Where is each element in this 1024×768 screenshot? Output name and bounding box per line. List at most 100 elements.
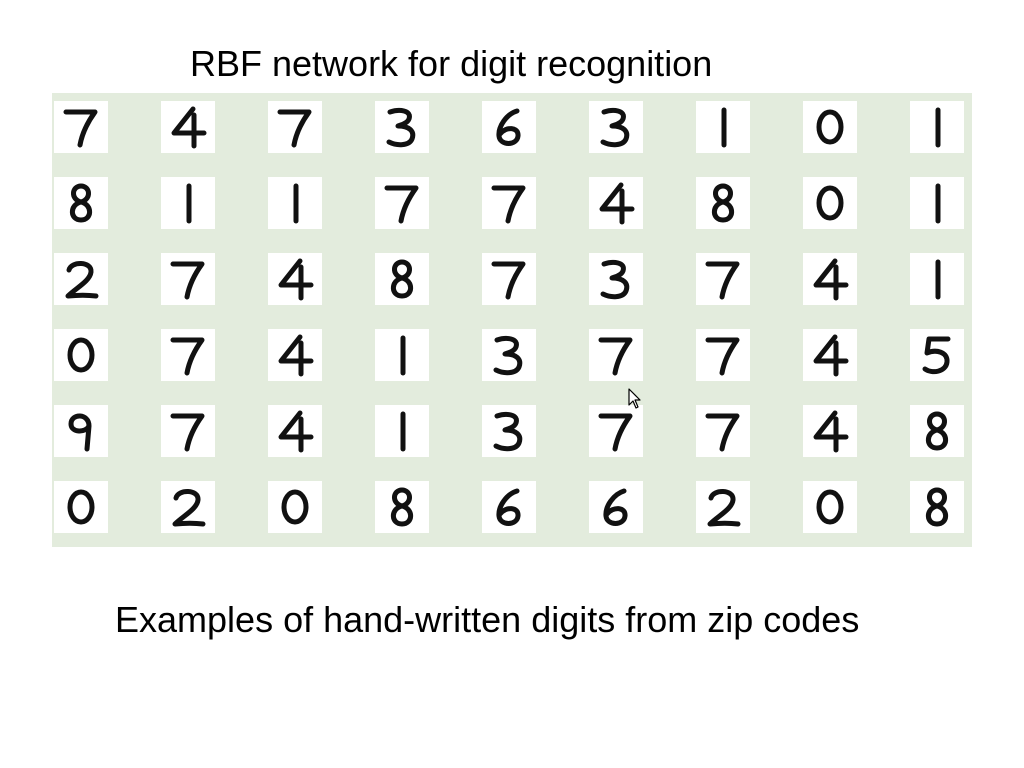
- handwritten-digit-8: [925, 487, 949, 527]
- handwritten-digit-8: [390, 487, 414, 527]
- handwritten-digit-0: [816, 109, 844, 145]
- digit-sample-8: [375, 253, 429, 305]
- handwritten-digit-6: [496, 488, 521, 526]
- digit-sample-0: [803, 481, 857, 533]
- digit-sample-8: [54, 177, 108, 229]
- slide-title: RBF network for digit recognition: [190, 43, 713, 84]
- handwritten-digit-5: [922, 336, 951, 375]
- digit-sample-8: [910, 481, 964, 533]
- digit-sample-2: [161, 481, 215, 533]
- handwritten-digit-4: [171, 106, 207, 149]
- digit-sample-9: [54, 405, 108, 457]
- digit-sample-7: [375, 177, 429, 229]
- handwritten-digit-7: [491, 261, 526, 300]
- digit-sample-7: [161, 405, 215, 457]
- digit-sample-7: [161, 253, 215, 305]
- handwritten-digit-9: [68, 413, 92, 452]
- digit-sample-0: [803, 177, 857, 229]
- handwritten-digit-4: [599, 182, 635, 225]
- handwritten-digit-7: [705, 337, 740, 376]
- handwritten-digit-4: [813, 410, 849, 453]
- digit-sample-8: [375, 481, 429, 533]
- handwritten-digit-7: [491, 185, 526, 224]
- handwritten-digit-1: [186, 183, 192, 224]
- handwritten-digit-4: [278, 334, 314, 377]
- digit-image-panel: [52, 93, 972, 547]
- handwritten-digit-3: [600, 260, 630, 300]
- digit-sample-7: [54, 101, 108, 153]
- digit-sample-1: [375, 405, 429, 457]
- handwritten-digit-1: [935, 183, 941, 224]
- digit-sample-7: [696, 405, 750, 457]
- digit-sample-4: [803, 253, 857, 305]
- digit-sample-6: [482, 481, 536, 533]
- digit-sample-6: [482, 101, 536, 153]
- handwritten-digit-4: [813, 334, 849, 377]
- handwritten-digit-8: [711, 183, 735, 223]
- digit-sample-1: [910, 177, 964, 229]
- handwritten-digit-2: [707, 489, 741, 527]
- digit-sample-4: [589, 177, 643, 229]
- digit-sample-4: [268, 405, 322, 457]
- digit-sample-2: [696, 481, 750, 533]
- digit-sample-7: [268, 101, 322, 153]
- handwritten-digit-3: [600, 108, 630, 148]
- digit-sample-7: [482, 177, 536, 229]
- handwritten-digit-3: [386, 108, 416, 148]
- handwritten-digit-1: [935, 107, 941, 148]
- handwritten-digit-7: [705, 413, 740, 452]
- digit-sample-4: [268, 329, 322, 381]
- handwritten-digit-0: [816, 185, 844, 221]
- digit-sample-7: [161, 329, 215, 381]
- handwritten-digit-0: [67, 337, 95, 373]
- handwritten-digit-1: [293, 183, 299, 224]
- digit-sample-6: [589, 481, 643, 533]
- handwritten-digit-7: [277, 109, 312, 148]
- digit-sample-3: [482, 405, 536, 457]
- digit-sample-7: [589, 405, 643, 457]
- handwritten-digit-7: [598, 337, 633, 376]
- digit-sample-3: [482, 329, 536, 381]
- handwritten-digit-7: [170, 413, 205, 452]
- handwritten-digit-1: [400, 335, 406, 376]
- digit-sample-8: [910, 405, 964, 457]
- handwritten-digit-8: [390, 259, 414, 299]
- handwritten-digit-6: [603, 488, 628, 526]
- digit-sample-0: [803, 101, 857, 153]
- handwritten-digit-4: [813, 258, 849, 301]
- handwritten-digit-8: [925, 411, 949, 451]
- digit-sample-7: [696, 253, 750, 305]
- handwritten-digit-0: [67, 489, 95, 525]
- handwritten-digit-7: [598, 413, 633, 452]
- digit-sample-4: [803, 405, 857, 457]
- digit-sample-4: [268, 253, 322, 305]
- digit-sample-8: [696, 177, 750, 229]
- digit-sample-1: [375, 329, 429, 381]
- handwritten-digit-6: [496, 108, 521, 146]
- slide-caption: Examples of hand-written digits from zip…: [115, 599, 860, 640]
- handwritten-digit-7: [705, 261, 740, 300]
- digit-sample-1: [910, 253, 964, 305]
- digit-sample-3: [589, 253, 643, 305]
- digit-sample-1: [268, 177, 322, 229]
- handwritten-digit-2: [65, 261, 99, 299]
- handwritten-digit-4: [278, 410, 314, 453]
- handwritten-digit-7: [170, 261, 205, 300]
- mouse-pointer-icon: [628, 388, 641, 409]
- digit-sample-0: [54, 329, 108, 381]
- digit-sample-4: [161, 101, 215, 153]
- digit-sample-7: [589, 329, 643, 381]
- handwritten-digit-3: [493, 336, 523, 376]
- digit-sample-1: [696, 101, 750, 153]
- handwritten-digit-2: [172, 489, 206, 527]
- handwritten-digit-1: [400, 411, 406, 452]
- digit-sample-1: [161, 177, 215, 229]
- digit-sample-3: [589, 101, 643, 153]
- handwritten-digit-0: [281, 489, 309, 525]
- handwritten-digit-0: [816, 489, 844, 525]
- digit-sample-4: [803, 329, 857, 381]
- handwritten-digit-4: [278, 258, 314, 301]
- digit-sample-7: [696, 329, 750, 381]
- digit-sample-0: [54, 481, 108, 533]
- handwritten-digit-1: [721, 107, 727, 148]
